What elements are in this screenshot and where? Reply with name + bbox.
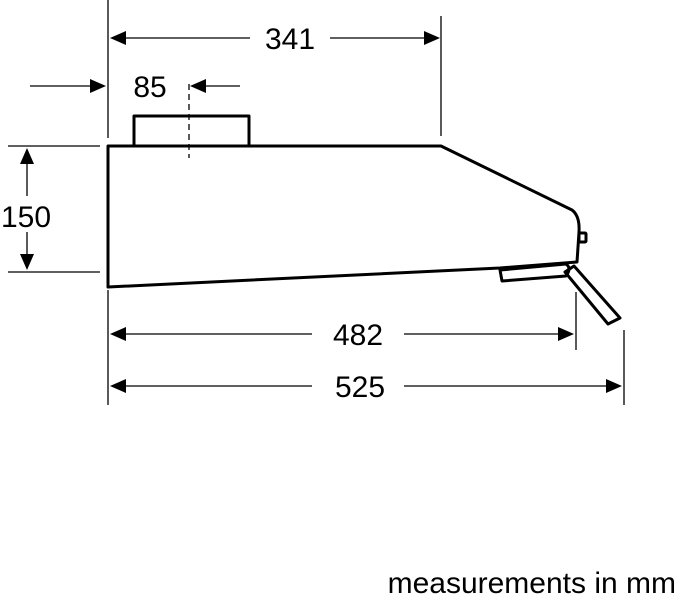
hood-outline <box>106 114 622 326</box>
dimension-525-arrow-left <box>110 379 126 393</box>
dimension-341: 341 <box>110 23 440 56</box>
dimension-525-label: 525 <box>335 371 385 404</box>
dimension-482-arrow-right <box>558 327 574 341</box>
hood-body <box>106 114 581 289</box>
dimension-525-arrow-right <box>606 379 622 393</box>
dimension-341-label: 341 <box>265 23 315 56</box>
units-note: measurements in mm <box>388 567 676 599</box>
dimension-85-arrow-right <box>190 79 206 93</box>
dimension-525: 525 <box>110 371 622 404</box>
dimension-482: 482 <box>110 319 574 352</box>
dimension-341-arrow-right <box>424 31 440 45</box>
dimension-341-arrow-left <box>110 31 126 45</box>
hood-knob <box>577 231 588 244</box>
dimension-150-arrow-down <box>20 254 34 270</box>
dimension-482-arrow-left <box>110 327 126 341</box>
dimension-150-arrow-up <box>20 148 34 164</box>
dimension-150-label: 150 <box>1 201 51 234</box>
extension-lines <box>8 0 625 405</box>
hood-visor <box>563 264 622 326</box>
dimension-482-label: 482 <box>333 319 383 352</box>
dimension-85: 85 <box>30 71 240 104</box>
dimension-85-label: 85 <box>133 71 166 104</box>
dimension-85-arrow-left <box>90 79 106 93</box>
dimension-150: 150 <box>1 148 51 270</box>
